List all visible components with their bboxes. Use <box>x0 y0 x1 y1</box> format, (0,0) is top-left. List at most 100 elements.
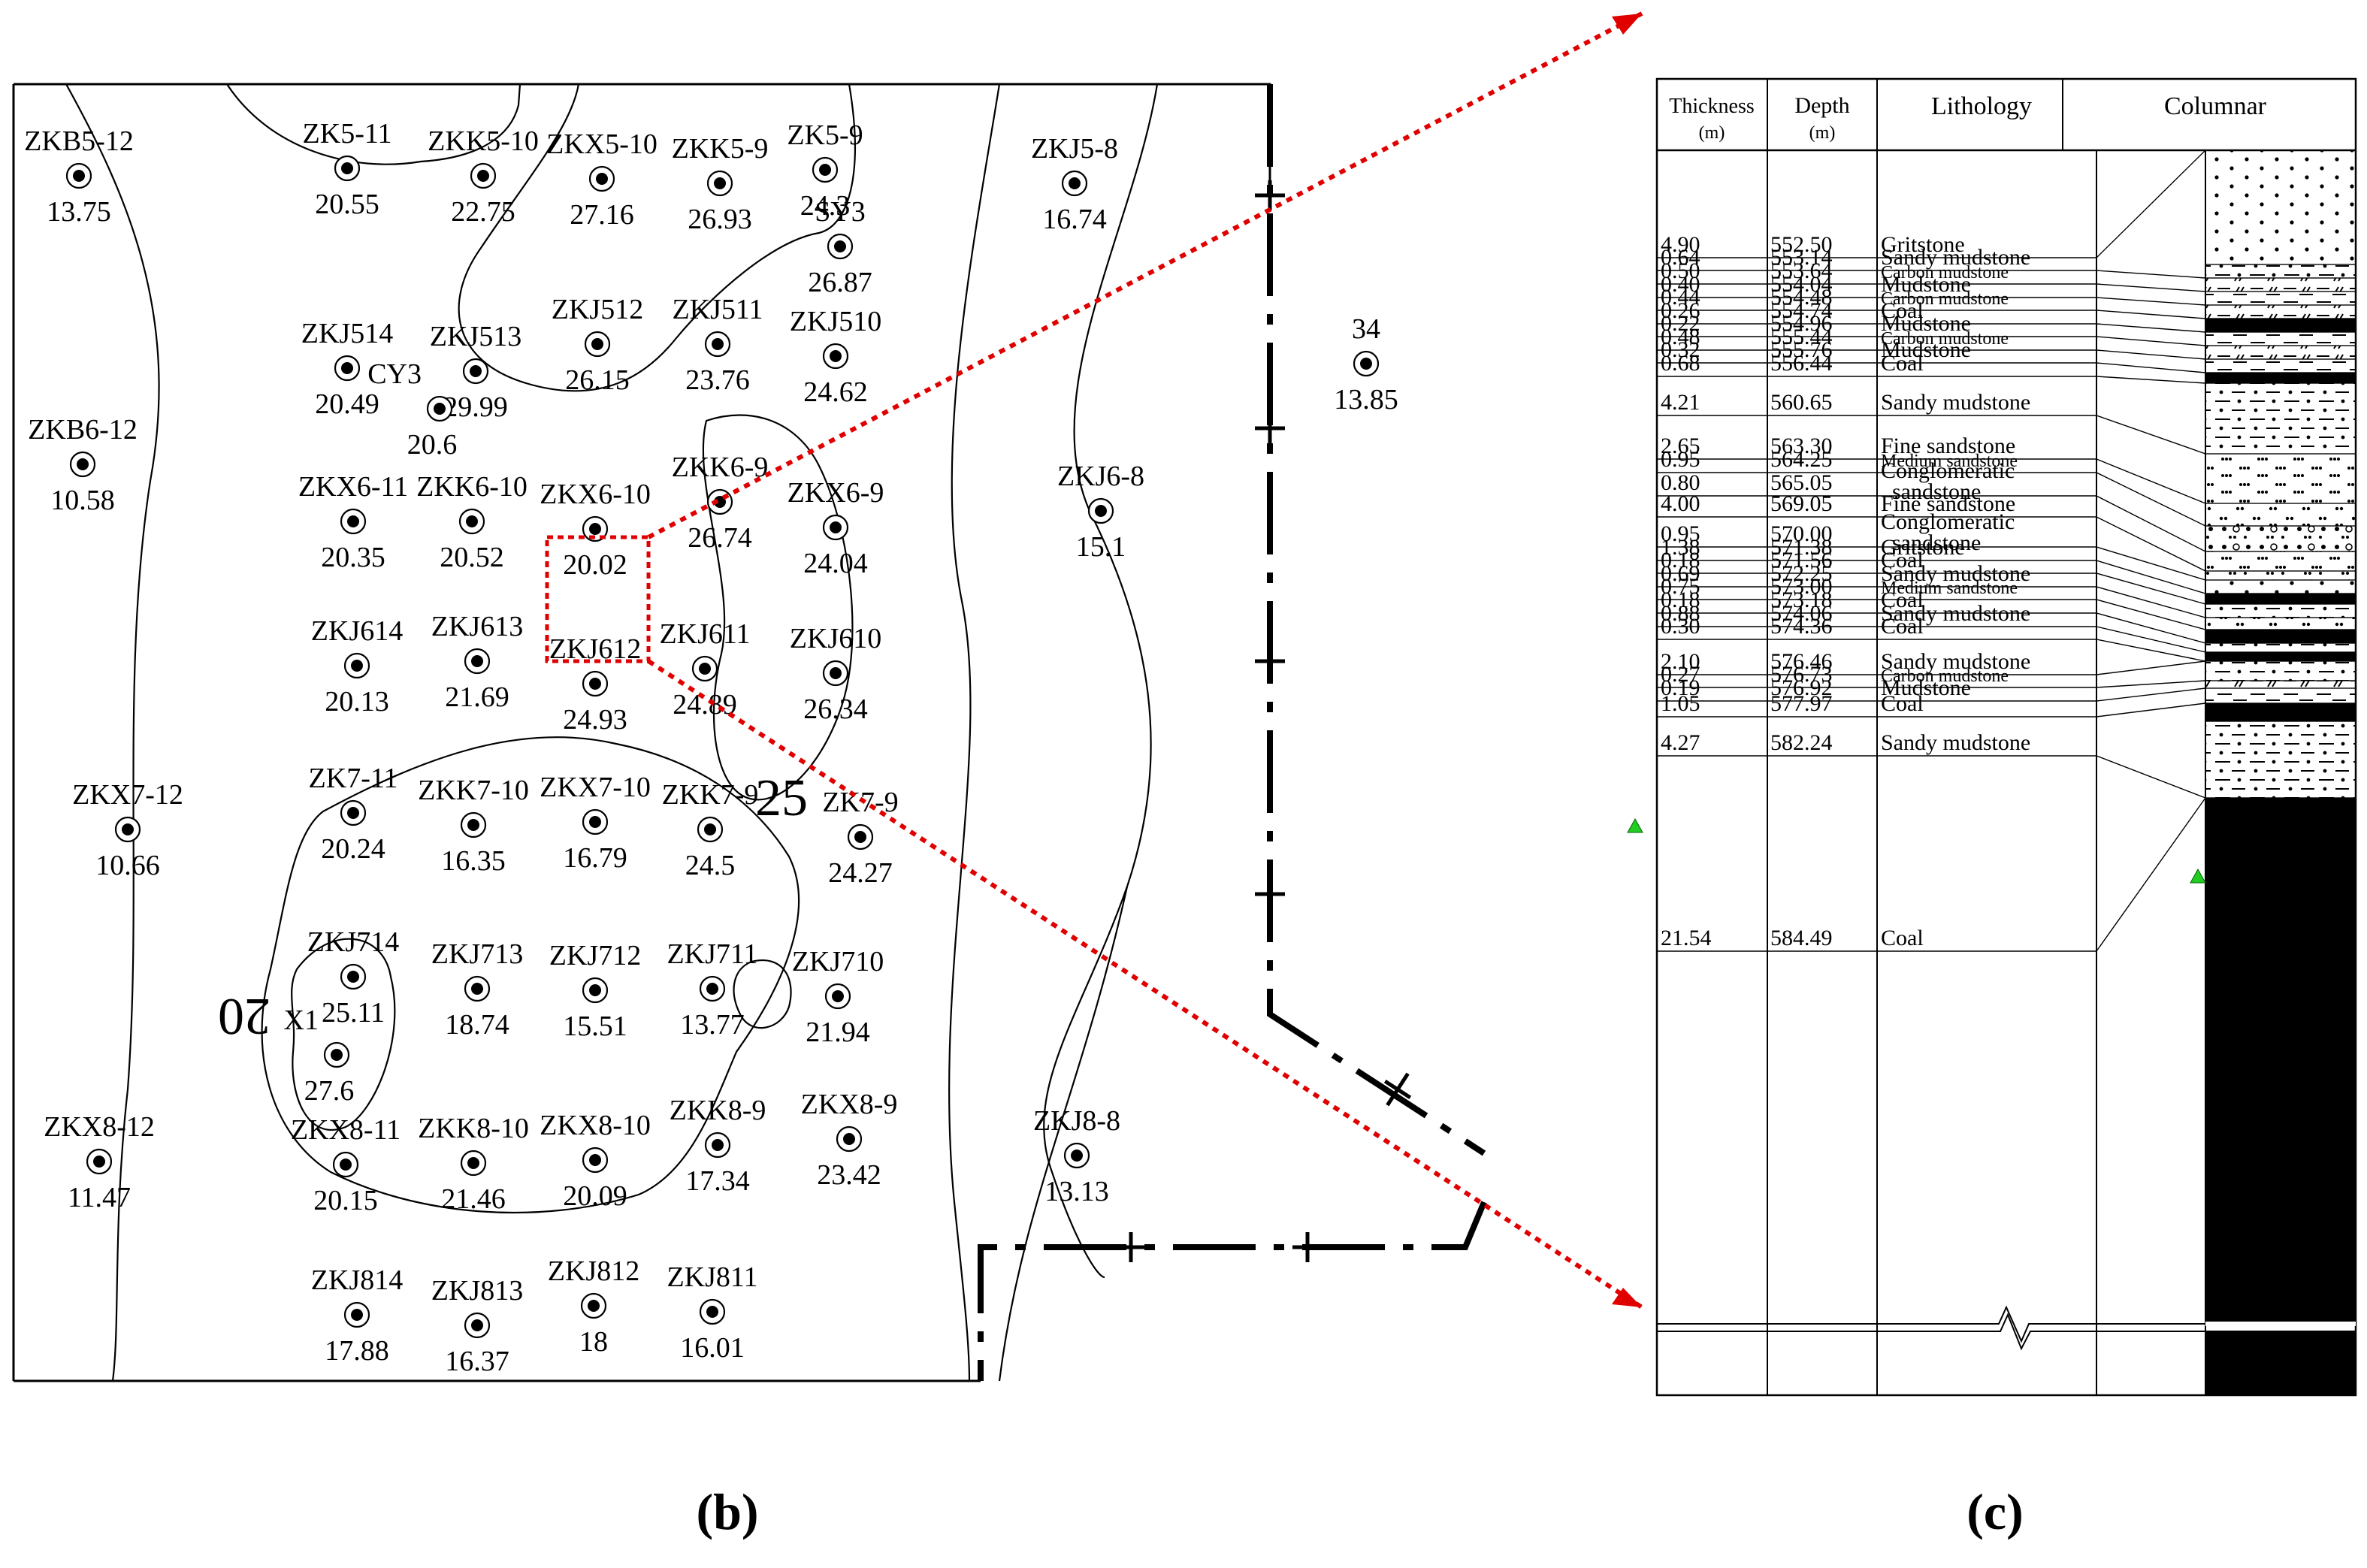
zoom-box <box>545 535 651 663</box>
borehole-value: 13.85 <box>1334 384 1398 415</box>
borehole-dot-icon <box>589 678 601 690</box>
strip-band-coal <box>2205 593 2356 605</box>
borehole-name: ZKX5-10 <box>546 128 658 160</box>
borehole: ZKK7-924.5 <box>662 779 759 881</box>
connector-line <box>2096 612 2206 644</box>
row-depth: 576.92 <box>1770 675 1833 700</box>
borehole-value: 27.16 <box>570 199 634 231</box>
borehole-dot-icon <box>706 983 718 995</box>
row-depth: 576.46 <box>1770 649 1833 674</box>
borehole-value: 24.5 <box>685 850 736 881</box>
borehole-value: 21.69 <box>445 681 509 713</box>
borehole-dot-icon <box>1095 505 1107 517</box>
row-thickness: 4.21 <box>1661 390 1700 415</box>
row-lithology: Fine sandstone <box>1881 491 2015 516</box>
panel-caption: (b) <box>696 1483 758 1540</box>
row-depth: 560.65 <box>1770 390 1833 415</box>
row-thickness: 0.95 <box>1661 521 1700 546</box>
marker-triangle-icon <box>2190 868 2206 884</box>
panel-caption: (c) <box>1966 1483 2023 1540</box>
borehole-dot-icon <box>471 1319 483 1331</box>
borehole-value: 11.47 <box>68 1182 131 1213</box>
row-depth: 584.49 <box>1770 926 1833 950</box>
row-thickness: 0.64 <box>1661 245 1700 270</box>
zoom-line-lower <box>647 659 1643 1310</box>
contour-line <box>1043 83 1159 1279</box>
borehole-dot-icon <box>704 823 716 835</box>
connector-line <box>2096 702 2206 718</box>
borehole-dot-icon <box>77 458 89 470</box>
borehole-dot-icon <box>340 1159 352 1171</box>
borehole-value: 29.99 <box>443 391 508 423</box>
row-thickness: 0.95 <box>1661 447 1700 472</box>
row-thickness: 0.50 <box>1661 258 1700 283</box>
connector-line <box>2096 150 2206 258</box>
borehole-value: 20.6 <box>407 429 458 461</box>
strip-band-congl <box>2205 525 2356 552</box>
connector-line <box>2096 599 2206 630</box>
borehole-dot-icon <box>819 164 831 176</box>
row-depth: 565.05 <box>1770 470 1833 495</box>
borehole-value: 26.87 <box>808 267 872 298</box>
connector-line <box>2096 626 2206 653</box>
row-thickness: 0.18 <box>1661 588 1700 612</box>
borehole-dot-icon <box>1069 177 1081 189</box>
connector-line <box>2096 349 2206 360</box>
borehole: ZKX6-924.04 <box>787 477 884 579</box>
cross-marker <box>1255 879 1285 909</box>
row-thickness: 1.38 <box>1661 535 1700 560</box>
borehole-value: 18.74 <box>445 1009 509 1041</box>
arrowhead-icon <box>1612 14 1642 35</box>
row-thickness: 0.75 <box>1661 574 1700 599</box>
row-lithology: Sandy mudstone <box>1881 561 2030 586</box>
strip-band-coal <box>2205 702 2356 722</box>
borehole-name: 34 <box>1352 313 1380 345</box>
borehole-name: ZKB5-12 <box>24 125 134 157</box>
connector-line <box>2096 639 2206 662</box>
borehole-dot-icon <box>341 162 353 174</box>
row-thickness: 21.54 <box>1661 926 1712 950</box>
borehole-dot-icon <box>832 990 844 1002</box>
strip-band-mud <box>2205 687 2356 704</box>
borehole-name: ZKX6-11 <box>298 471 408 503</box>
cross-marker <box>1255 180 1285 210</box>
borehole-value: 26.93 <box>688 204 752 235</box>
borehole-name: ZKX7-12 <box>72 779 183 811</box>
row-thickness: 2.65 <box>1661 434 1700 458</box>
row-thickness: 0.26 <box>1661 298 1700 323</box>
contour-line <box>291 938 396 1131</box>
contour-line <box>733 959 792 1029</box>
contour-line <box>65 83 160 1382</box>
borehole-name: ZKJ8-8 <box>1033 1105 1120 1137</box>
borehole-name: ZKX8-11 <box>291 1114 401 1146</box>
row-thickness: 0.40 <box>1661 272 1700 297</box>
borehole-dot-icon <box>714 496 726 508</box>
borehole-dot-icon <box>706 1306 718 1318</box>
borehole-value: 27.6 <box>304 1075 355 1107</box>
borehole-value: 20.09 <box>563 1180 627 1212</box>
borehole-value: 23.42 <box>817 1159 881 1191</box>
connector-line <box>2096 458 2206 504</box>
borehole-dot-icon <box>596 173 608 185</box>
connector-line <box>2096 472 2206 527</box>
